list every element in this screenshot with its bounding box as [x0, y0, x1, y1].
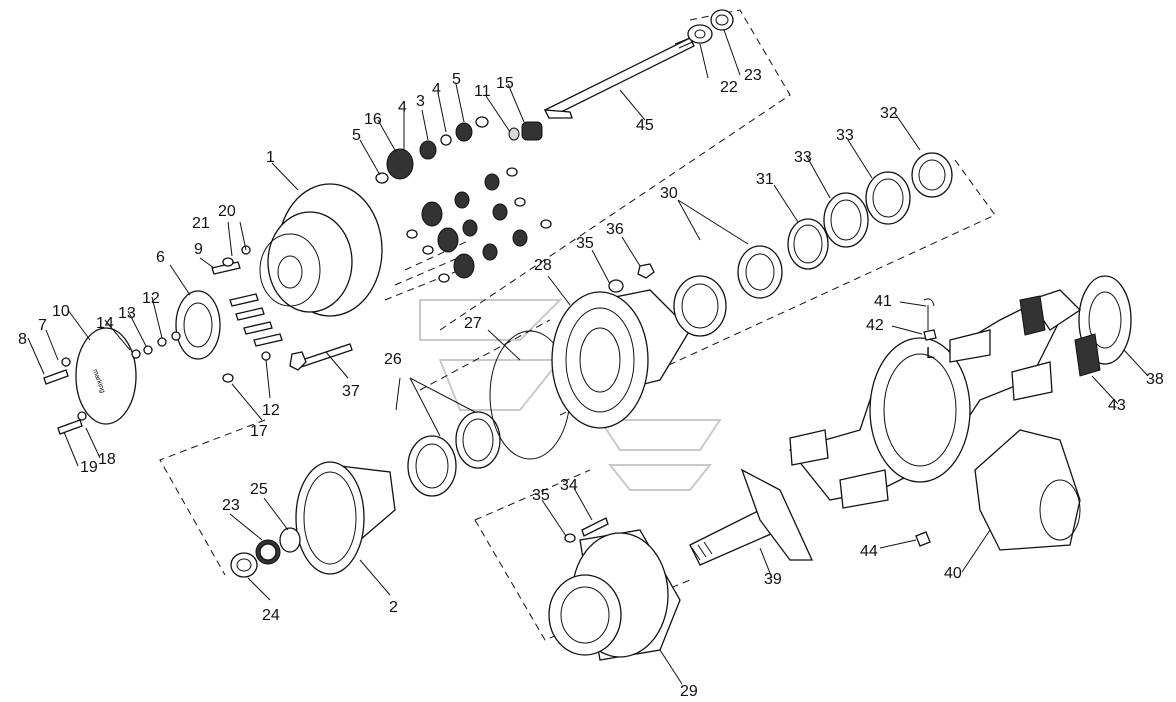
callout-1: 1	[266, 149, 275, 166]
part-35-washer-b	[564, 533, 576, 543]
part-42-nut	[923, 329, 937, 341]
part-44-plug	[915, 531, 931, 547]
callout-14: 14	[96, 315, 114, 332]
callout-15: 15	[496, 75, 514, 92]
callout-12b: 12	[262, 402, 280, 419]
callout-39: 39	[764, 571, 782, 588]
callout-3: 3	[416, 93, 425, 110]
callout-45: 45	[636, 117, 654, 134]
part-40-diff-carrier	[974, 429, 1081, 551]
callout-20: 20	[218, 203, 236, 220]
callout-33b: 33	[836, 127, 854, 144]
part-37-bolt	[289, 343, 353, 371]
callout-13: 13	[118, 305, 136, 322]
callout-18: 18	[98, 451, 116, 468]
part-25-snap-ring	[279, 527, 301, 553]
callout-27: 27	[464, 315, 482, 332]
part-26-bearing	[407, 411, 501, 497]
callout-7: 7	[38, 317, 47, 334]
part-23-ring	[710, 9, 734, 31]
part-6-gasket-plate	[175, 290, 221, 360]
callout-2: 2	[389, 599, 398, 616]
callout-10: 10	[52, 303, 70, 320]
callout-37: 37	[342, 383, 360, 400]
planet-gear-set	[375, 116, 552, 283]
callout-5a: 5	[352, 127, 361, 144]
callout-labels: 1 2 3 4 4 5 5 6 7 8 9 10 11 12 12 13 14 …	[18, 67, 1164, 700]
parts-12-13-14-small	[131, 331, 271, 383]
callout-40: 40	[944, 565, 962, 582]
part-1-planet-carrier	[259, 183, 383, 317]
callout-29: 29	[680, 683, 698, 700]
axle-housing	[788, 299, 1061, 509]
part-10-end-cover: marking	[43, 327, 137, 435]
leader-lines	[27, 29, 1149, 685]
callout-34: 34	[560, 477, 578, 494]
callout-30: 30	[660, 185, 678, 202]
callout-41: 41	[874, 293, 892, 310]
callout-24: 24	[262, 607, 280, 624]
callout-36: 36	[606, 221, 624, 238]
callout-6: 6	[156, 249, 165, 266]
part-22-washer	[687, 24, 713, 44]
callout-9: 9	[194, 241, 203, 258]
part-35-washer	[608, 279, 624, 293]
callout-21: 21	[192, 215, 210, 232]
part-43-caliper	[1019, 295, 1101, 377]
callout-32: 32	[880, 105, 898, 122]
callout-38: 38	[1146, 371, 1164, 388]
part-29-brake-drum	[548, 529, 681, 661]
callout-4a: 4	[398, 99, 407, 116]
part-41-breather	[923, 298, 935, 330]
callout-42: 42	[866, 317, 884, 334]
callout-25: 25	[250, 481, 268, 498]
callout-23b: 23	[222, 497, 240, 514]
callout-17: 17	[250, 423, 268, 440]
part-34-bolt	[581, 517, 609, 537]
callout-35b: 35	[532, 487, 550, 504]
parts-9-studs	[211, 245, 283, 347]
part-28-wheel-hub	[551, 289, 691, 429]
part-32-seal	[911, 152, 953, 198]
part-15-sun-gear	[508, 121, 543, 141]
callout-19: 19	[80, 459, 98, 476]
part-39-spindle	[689, 468, 814, 566]
callout-12a: 12	[142, 290, 160, 307]
callout-L: L	[926, 345, 935, 362]
callout-31: 31	[756, 171, 774, 188]
callout-28: 28	[534, 257, 552, 274]
part-45-axle-shaft	[543, 35, 698, 119]
callout-33a: 33	[794, 149, 812, 166]
part-30-bearing	[673, 245, 783, 337]
part-36-nut	[637, 263, 655, 279]
callout-35a: 35	[576, 235, 594, 252]
callout-44: 44	[860, 543, 878, 560]
callout-22: 22	[720, 79, 738, 96]
callout-23a: 23	[744, 67, 762, 84]
part-2-ring-gear	[295, 461, 396, 575]
callout-8: 8	[18, 331, 27, 348]
callout-26: 26	[384, 351, 402, 368]
callout-11: 11	[474, 83, 491, 100]
callout-43: 43	[1108, 397, 1126, 414]
callout-4b: 4	[432, 81, 441, 98]
callout-5b: 5	[452, 71, 461, 88]
callout-16: 16	[364, 111, 382, 128]
part-24-washer	[230, 552, 258, 578]
